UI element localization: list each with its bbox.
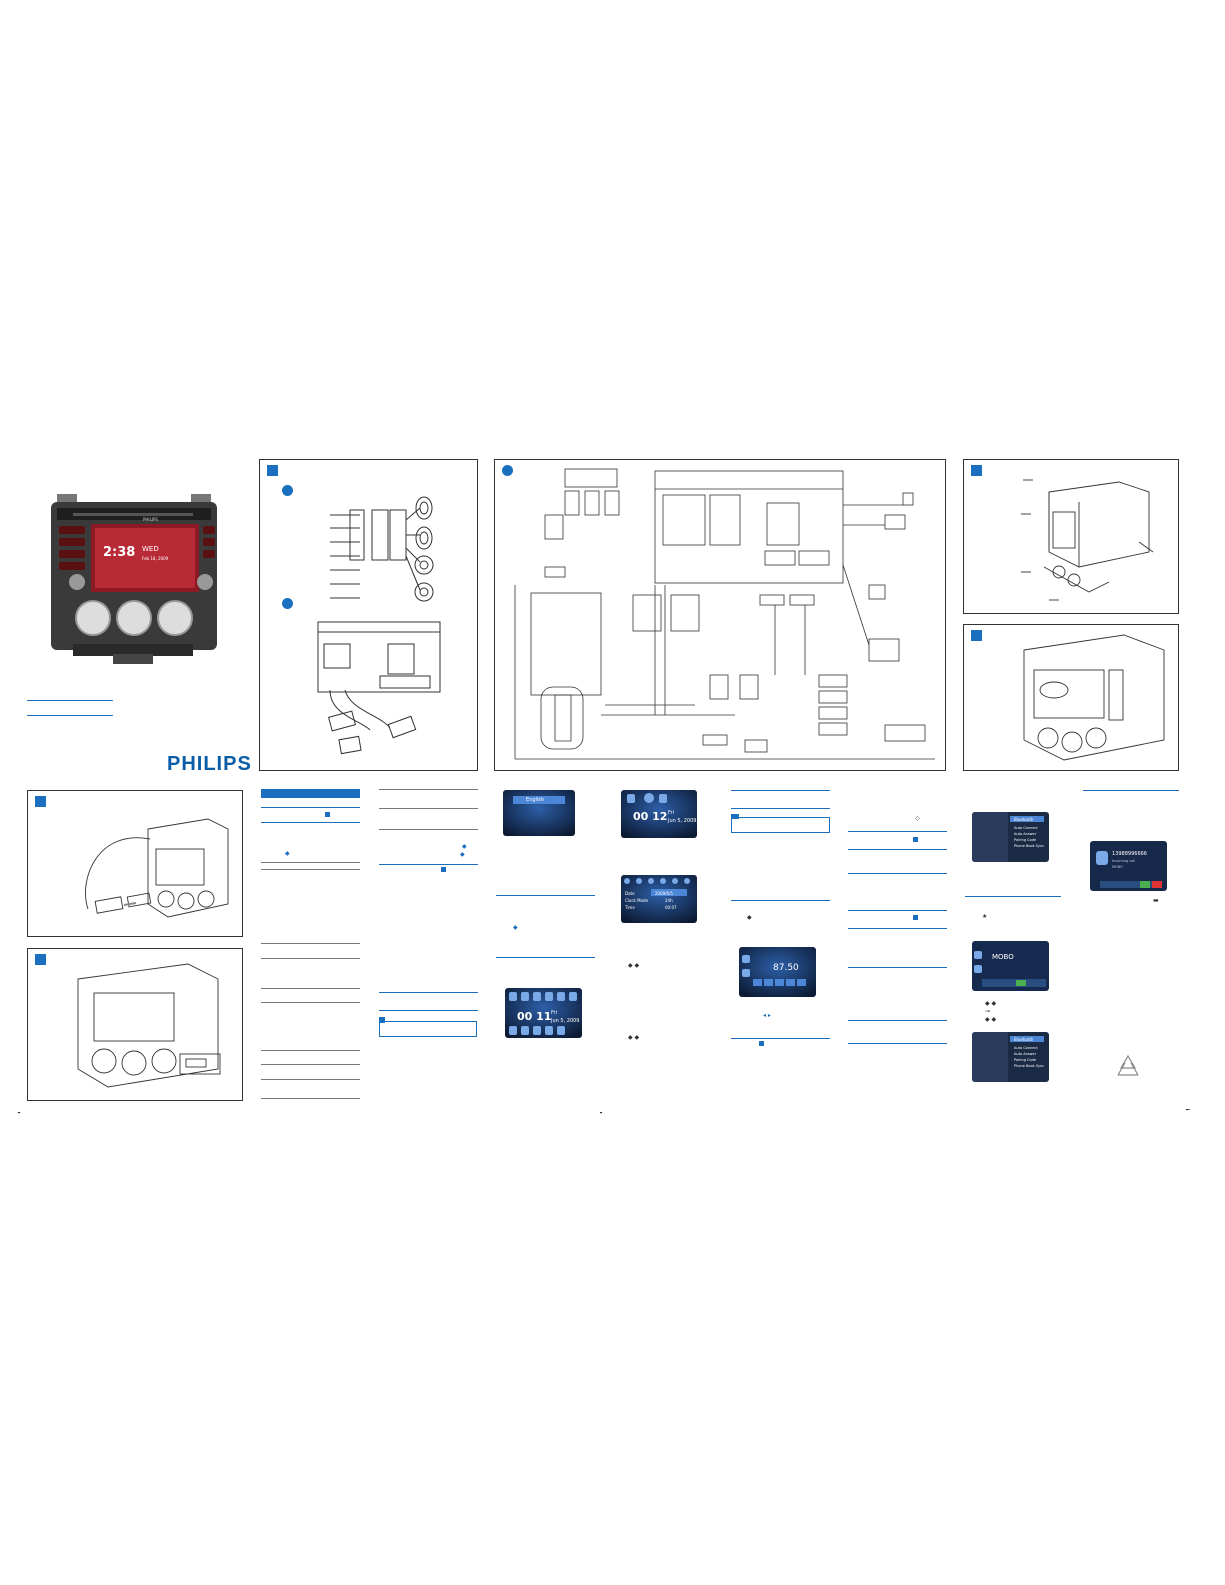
step-marker	[502, 465, 513, 476]
link-line-1	[27, 700, 113, 701]
usb-install-diagram	[85, 818, 229, 918]
philips-logo: PHILIPS	[167, 753, 252, 775]
panel-install-a	[963, 459, 1179, 614]
note-box	[379, 1021, 477, 1037]
panel-sd	[27, 948, 243, 1101]
clock-screen-a	[621, 790, 697, 838]
clock-b-date: Jun 5, 2009	[551, 1018, 580, 1024]
clock-a-time: 00 12	[633, 810, 668, 823]
step-marker	[35, 954, 46, 965]
bt-call-status: Incoming call	[1112, 859, 1136, 863]
panel-wiring-main	[494, 459, 946, 771]
rear-connector-diagram	[317, 621, 441, 755]
bt-call-name: MOBO	[1112, 865, 1123, 869]
clock-a-day: Fri	[668, 810, 674, 816]
clock-a-date: Jun 5, 2009	[668, 818, 697, 824]
language-selected: English	[526, 797, 545, 803]
language-screen	[503, 790, 575, 836]
panel-usb	[27, 790, 243, 937]
radio-frequency: 87.50	[773, 963, 799, 973]
step-marker	[267, 465, 278, 476]
device-day: WED	[142, 545, 159, 553]
settings-row2-value: 24h	[665, 898, 673, 903]
bt-call-number: 13988996666	[1112, 851, 1147, 857]
bt-menu-item-2[interactable]: Auto Answer	[1014, 832, 1037, 836]
bt-menu2-item-4[interactable]: Phone Book Sync	[1014, 1064, 1045, 1068]
bt-menu-item-3[interactable]: Pairing Code	[1014, 838, 1036, 842]
bt-music-screen	[972, 941, 1049, 991]
note-icon	[379, 1017, 385, 1023]
head-unit-photo	[51, 494, 217, 664]
usb-stick-icon	[126, 892, 152, 908]
settings-row1-value: 2009/6/5	[655, 891, 673, 896]
bt-menu-title: Bluetooth	[1014, 817, 1034, 822]
speaker-wiring-diagram	[330, 496, 434, 602]
bt-menu-item-1[interactable]: Auto Connect	[1014, 826, 1038, 830]
settings-row3-value: 00:07	[665, 905, 677, 910]
panel-wiring-a	[259, 459, 478, 771]
bt-menu-screen	[972, 812, 1049, 862]
device-date: Feb 18, 2009	[142, 556, 169, 561]
install-unit-diagram	[1023, 634, 1165, 761]
bt-menu2-title: Bluetooth	[1014, 1037, 1034, 1042]
ref-marker	[325, 812, 330, 817]
bt-menu-screen-2	[972, 1032, 1049, 1082]
ref-marker	[913, 915, 918, 920]
settings-row2-label: Clock Mode	[625, 898, 649, 903]
settings-row1-label: Date	[625, 891, 635, 896]
sub-step-marker	[282, 598, 293, 609]
settings-screen	[621, 875, 697, 923]
clock-b-day: Fri	[551, 1010, 557, 1016]
bt-call-screen	[1090, 841, 1167, 891]
section-header-bar	[261, 789, 360, 798]
bt-menu2-item-3[interactable]: Pairing Code	[1014, 1058, 1036, 1062]
clock-b-time: 00 11	[517, 1010, 552, 1023]
settings-row3-label: Time	[625, 905, 635, 910]
sd-install-diagram	[77, 963, 221, 1088]
ref-marker	[441, 867, 446, 872]
step-marker	[971, 630, 982, 641]
link-line-2	[27, 715, 113, 716]
note-icon	[731, 814, 739, 819]
ref-marker	[913, 837, 918, 842]
panel-install-b	[963, 624, 1179, 771]
device-time: 2:38	[103, 545, 136, 560]
step-marker	[35, 796, 46, 807]
note-box	[731, 817, 830, 833]
step-marker	[971, 465, 982, 476]
bt-menu-item-4[interactable]: Phone Book Sync	[1014, 844, 1045, 848]
home-screen-b	[505, 988, 582, 1038]
bt-music-name: MOBO	[992, 953, 1014, 961]
radio-screen	[739, 947, 816, 997]
bt-menu2-item-1[interactable]: Auto Connect	[1014, 1046, 1038, 1050]
full-wiring-diagram	[514, 468, 935, 760]
recycle-icon	[1117, 1054, 1139, 1076]
device-brand-label: PHILIPS	[143, 517, 158, 522]
bt-menu2-item-2[interactable]: Auto Answer	[1014, 1052, 1037, 1056]
install-bracket-diagram	[1021, 479, 1154, 601]
sub-step-marker	[282, 485, 293, 496]
ref-marker	[759, 1041, 764, 1046]
